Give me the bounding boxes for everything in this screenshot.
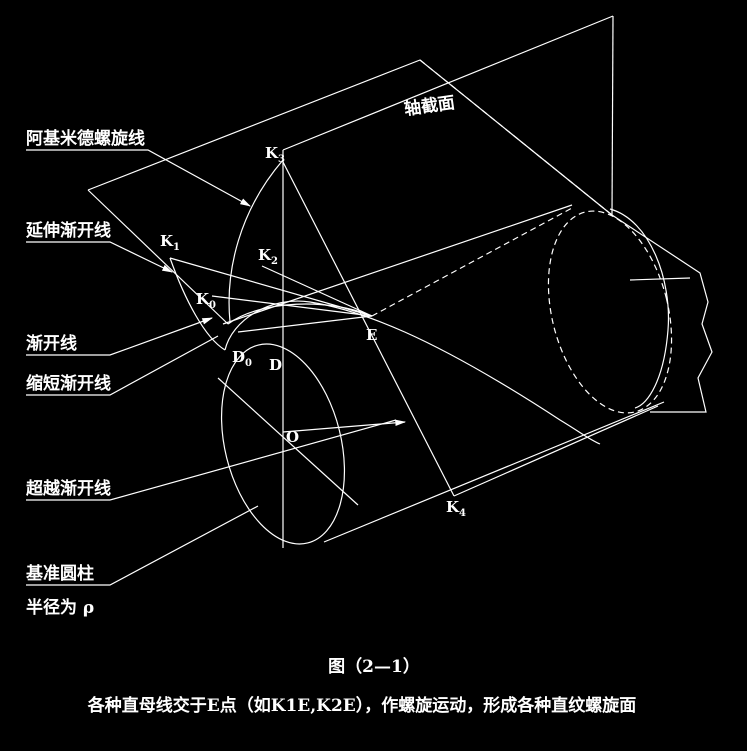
shortened-involute-curve	[227, 303, 373, 325]
extended-involute-label: 延伸渐开线	[25, 220, 111, 241]
helix-curves	[169, 159, 601, 445]
axial-section-plane	[87, 15, 614, 548]
involute-curve	[224, 300, 601, 445]
base-cylinder-label: 基准圆柱	[25, 563, 94, 584]
point-k1: K1	[160, 232, 180, 253]
figure-number: 图（2—1）	[328, 656, 420, 677]
extended-involute-curve	[169, 257, 226, 351]
shortened-involute-label: 缩短渐开线	[26, 373, 111, 394]
point-k2: K2	[258, 246, 278, 267]
overrun-involute-label: 超越渐开线	[26, 478, 111, 499]
point-k0: K0	[196, 290, 216, 311]
generator-lines	[169, 161, 659, 497]
point-d0: D0	[232, 348, 252, 369]
point-k4: K4	[446, 498, 466, 519]
point-k3: K3	[265, 144, 285, 165]
point-d: D	[269, 356, 282, 374]
axial-section-label: 轴截面	[403, 92, 456, 120]
figure-caption: 各种直母线交于E点（如K1E,K2E），作螺旋运动，形成各种直纹螺旋面	[87, 695, 637, 716]
leader-lines	[26, 149, 397, 586]
archimedes-spiral-label: 阿基米德螺旋线	[26, 128, 145, 149]
point-o: O	[286, 428, 299, 446]
archimedes-spiral-curve	[228, 159, 284, 323]
point-e: E	[366, 326, 377, 344]
radius-label: 半径为 ρ	[26, 597, 94, 618]
base-cylinder	[217, 204, 713, 545]
involute-label: 渐开线	[26, 333, 77, 354]
